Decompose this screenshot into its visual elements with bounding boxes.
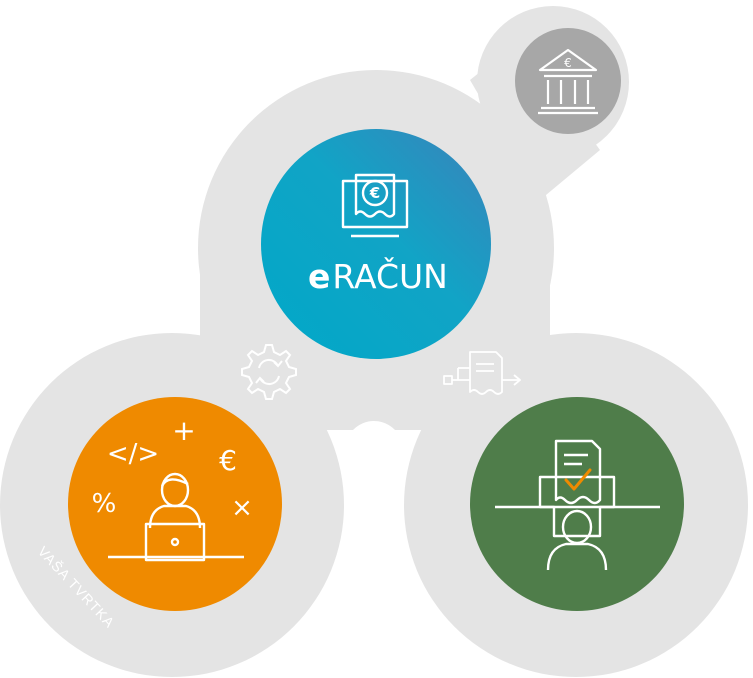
- plus-symbol: +: [172, 414, 195, 447]
- background-notch: [344, 421, 404, 678]
- times-symbol: ×: [231, 493, 253, 523]
- code-symbol: </>: [107, 439, 159, 469]
- bank-node: €: [515, 28, 621, 134]
- eracun-node: € eRAČUN: [261, 129, 491, 359]
- percent-symbol: %: [92, 489, 117, 519]
- bank-euro-icon: [538, 48, 598, 115]
- euro-symbol: €: [219, 444, 237, 477]
- document-flow-icon: [443, 351, 521, 395]
- check-mark-icon: [564, 468, 592, 491]
- invoice-euro-symbol: €: [369, 184, 380, 202]
- bank-euro-symbol: €: [564, 56, 572, 70]
- logo-e: e: [308, 257, 330, 296]
- recipient-approved-document-icon: [495, 439, 660, 571]
- logo-racun: RAČUN: [332, 256, 447, 296]
- monitor-invoice-euro-icon: [341, 173, 409, 238]
- recipient-node: [470, 397, 684, 611]
- company-node: </> + € % ×: [68, 397, 282, 611]
- eracun-logo: eRAČUN: [308, 256, 448, 296]
- gear-sync-icon: [241, 344, 297, 400]
- developer-laptop-icon: [108, 472, 244, 562]
